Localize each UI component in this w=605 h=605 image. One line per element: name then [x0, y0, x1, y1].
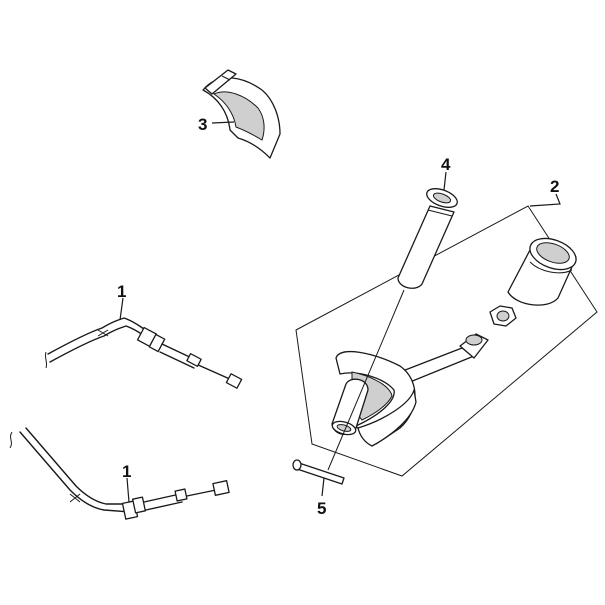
guide-plate-part: [202, 69, 281, 159]
nut-part: [489, 305, 517, 327]
callout-shift-knob: 2: [550, 177, 559, 196]
leader-shift-knob: [529, 193, 561, 207]
grip-part: [397, 188, 458, 289]
callout-grip: 4: [441, 155, 451, 174]
leader-pin: [321, 477, 325, 497]
callout-cable-lower: 1: [122, 462, 131, 481]
leader-guide-plate: [211, 121, 235, 124]
leader-grip: [443, 171, 447, 191]
assembly-axis: [327, 289, 405, 471]
shift-lever-part: [331, 333, 489, 447]
cable-lower-part: [9, 427, 230, 520]
leader-cable-upper: [119, 297, 124, 321]
shift-knob-part: [507, 237, 577, 306]
pin-part: [292, 459, 345, 485]
callout-guide-plate: 3: [198, 115, 207, 134]
cable-upper-part: [44, 317, 243, 389]
leader-cable-lower: [126, 477, 130, 503]
callout-pin: 5: [317, 499, 326, 518]
callout-cable-upper: 1: [117, 282, 126, 301]
assembly-panel: [295, 205, 598, 477]
